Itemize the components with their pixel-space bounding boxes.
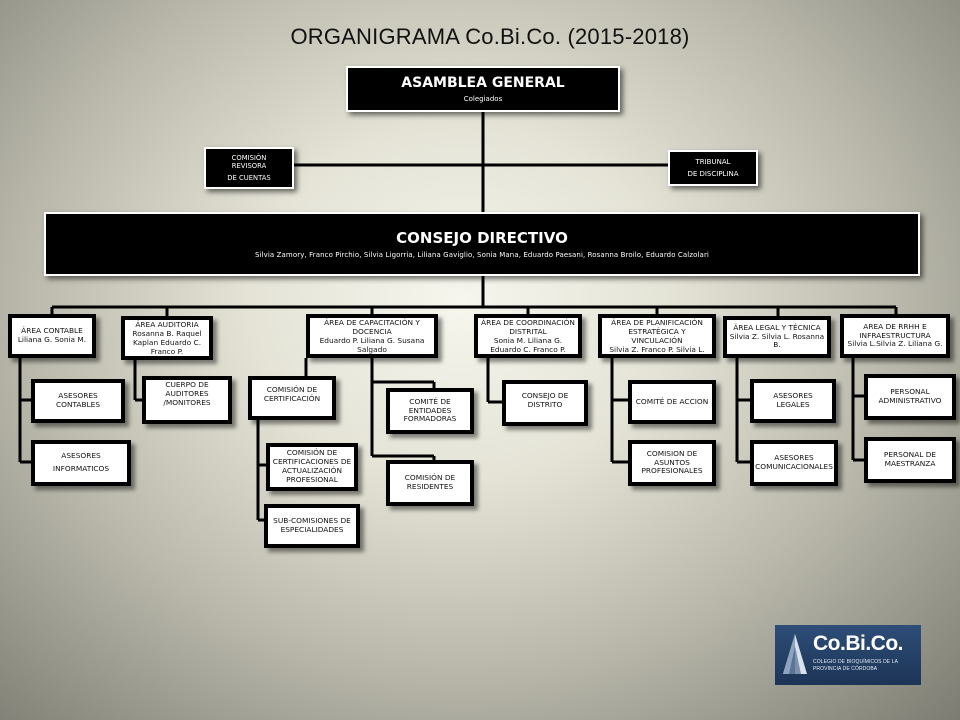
- personal-maestranza-box: PERSONAL DE MAESTRANZA: [864, 437, 956, 483]
- asesores-contables-box: ASESORES CONTABLES: [31, 379, 125, 423]
- personal-administrativo-label: PERSONAL ADMINISTRATIVO: [878, 387, 942, 405]
- comision-revisora-line1: COMISIÓN REVISORA: [231, 154, 267, 171]
- comision-actualizacion-box: COMISIÓN DE CERTIFICACIONES DE ACTUALIZA…: [266, 443, 358, 491]
- consejo-distrito-label: CONSEJO DE DISTRITO: [521, 391, 569, 409]
- area-contable-box: ÁREA CONTABLE Liliana G. Sonia M.: [8, 314, 96, 358]
- tribunal-line2: DE DISCIPLINA: [687, 170, 739, 178]
- area-legal-box: ÁREA LEGAL Y TÉCNICA Silvia Z. Silvia L.…: [723, 316, 831, 358]
- area-planificacion-box: ÁREA DE PLANIFICACIÓN ESTRATÉGICA Y VINC…: [598, 314, 716, 358]
- area-contable-title: ÁREA CONTABLE: [21, 326, 83, 336]
- comision-asuntos-label: COMISION DE ASUNTOS PROFESIONALES: [641, 448, 703, 476]
- area-legal-title: ÁREA LEGAL Y TÉCNICA: [733, 322, 821, 332]
- area-legal-members: Silvia Z. Silvia L. Rosanna B.: [729, 331, 825, 350]
- area-auditoria-title: ÁREA AUDITORIA: [135, 320, 199, 329]
- area-coordinacion-title: ÁREA DE COORDINACIÓN DISTRITAL: [481, 318, 575, 336]
- comision-residentes-box: COMISIÓN DE RESIDENTES: [386, 460, 474, 506]
- logo-mark-icon: [783, 634, 807, 674]
- comite-entidades-label: COMITÉ DE ENTIDADES FORMADORAS: [403, 396, 457, 424]
- asesores-legales-box: ASESORES LEGALES: [750, 379, 836, 423]
- comision-revisora-line2: DE CUENTAS: [227, 173, 271, 182]
- cuerpo-auditores-label: CUERPO DE AUDITORES /MONITORES: [163, 380, 211, 407]
- area-coordinacion-members: Sonia M. Liliana G. Eduardo C. Franco P.: [490, 335, 566, 354]
- comite-entidades-box: COMITÉ DE ENTIDADES FORMADORAS: [386, 388, 474, 434]
- subcomisiones-label: SUB-COMISIONES DE ESPECIALIDADES: [273, 516, 351, 534]
- area-capacitacion-box: ÁREA DE CAPACITACIÓN Y DOCENCIA Eduardo …: [306, 314, 438, 358]
- area-rrhh-title: AREA DE RRHH E INFRAESTRUCTURA: [859, 321, 931, 340]
- consejo-members: Silvia Zamory, Franco Pirchio, Silvia Li…: [255, 250, 709, 259]
- asamblea-general-box: ASAMBLEA GENERAL Colegiados: [346, 66, 620, 112]
- consejo-title: CONSEJO DIRECTIVO: [396, 228, 568, 247]
- asesores-informaticos-line1: ASESORES: [61, 451, 101, 461]
- consejo-directivo-box: CONSEJO DIRECTIVO Silvia Zamory, Franco …: [44, 212, 920, 276]
- area-planificacion-members: Silvia Z. Franco P. Silvia L.: [609, 344, 705, 354]
- comision-asuntos-box: COMISION DE ASUNTOS PROFESIONALES: [628, 440, 716, 486]
- comision-revisora-box: COMISIÓN REVISORA DE CUENTAS: [204, 147, 294, 189]
- subcomisiones-box: SUB-COMISIONES DE ESPECIALIDADES: [264, 504, 360, 548]
- personal-maestranza-label: PERSONAL DE MAESTRANZA: [883, 450, 937, 468]
- cobico-logo: Co.Bi.Co. COLEGIO DE BIOQUÍMICOS DE LA P…: [775, 625, 921, 685]
- chart-title: ORGANIGRAMA Co.Bi.Co. (2015-2018): [290, 24, 690, 49]
- comision-actualizacion-label: COMISIÓN DE CERTIFICACIONES DE ACTUALIZA…: [272, 448, 352, 484]
- consejo-distrito-box: CONSEJO DE DISTRITO: [502, 380, 588, 426]
- asesores-informaticos-box: ASESORES INFORMATICOS: [31, 440, 131, 486]
- asesores-informaticos-line2: INFORMATICOS: [52, 464, 110, 473]
- asesores-contables-label: ASESORES CONTABLES: [55, 391, 101, 409]
- area-coordinacion-box: ÁREA DE COORDINACIÓN DISTRITAL Sonia M. …: [474, 314, 582, 358]
- logo-name: Co.Bi.Co.: [813, 632, 904, 655]
- area-rrhh-members: Silvia L.Silvia Z. Liliana G.: [847, 339, 943, 349]
- asesores-comunicacionales-box: ASESORES COMUNICACIONALES: [750, 440, 838, 486]
- asesores-comunicacionales-label: ASESORES COMUNICACIONALES: [755, 453, 833, 471]
- comision-certificacion-label: COMISIÓN DE CERTIFICACIÓN: [263, 385, 321, 403]
- comite-accion-box: COMITÉ DE ACCION: [628, 380, 716, 424]
- area-contable-members: Liliana G. Sonia M.: [17, 335, 87, 344]
- cuerpo-auditores-box: CUERPO DE AUDITORES /MONITORES: [142, 376, 232, 424]
- area-auditoria-box: ÁREA AUDITORIA Rosanna B. Raquel Kaplan …: [121, 316, 213, 360]
- personal-administrativo-box: PERSONAL ADMINISTRATIVO: [864, 374, 956, 420]
- area-capacitacion-members: Eduardo P. Liliana G. Susana Salgado: [319, 335, 425, 354]
- area-auditoria-members: Rosanna B. Raquel Kaplan Eduardo C. Fran…: [132, 328, 202, 356]
- logo-subtitle: COLEGIO DE BIOQUÍMICOS DE LA PROVINCIA D…: [813, 659, 898, 672]
- asamblea-title: ASAMBLEA GENERAL: [401, 74, 565, 91]
- asesores-legales-label: ASESORES LEGALES: [773, 391, 813, 409]
- area-capacitacion-title: ÁREA DE CAPACITACIÓN Y DOCENCIA: [324, 318, 420, 336]
- comite-accion-label: COMITÉ DE ACCION: [635, 396, 709, 406]
- tribunal-box: TRIBUNAL DE DISCIPLINA: [668, 150, 758, 186]
- asamblea-subtitle: Colegiados: [463, 94, 503, 103]
- comision-residentes-label: COMISIÓN DE RESIDENTES: [404, 473, 456, 491]
- comision-certificacion-box: COMISIÓN DE CERTIFICACIÓN: [248, 376, 336, 420]
- area-planificacion-title: ÁREA DE PLANIFICACIÓN ESTRATÉGICA Y VINC…: [611, 318, 703, 345]
- tribunal-line1: TRIBUNAL: [695, 157, 731, 166]
- area-rrhh-box: AREA DE RRHH E INFRAESTRUCTURA Silvia L.…: [840, 314, 950, 358]
